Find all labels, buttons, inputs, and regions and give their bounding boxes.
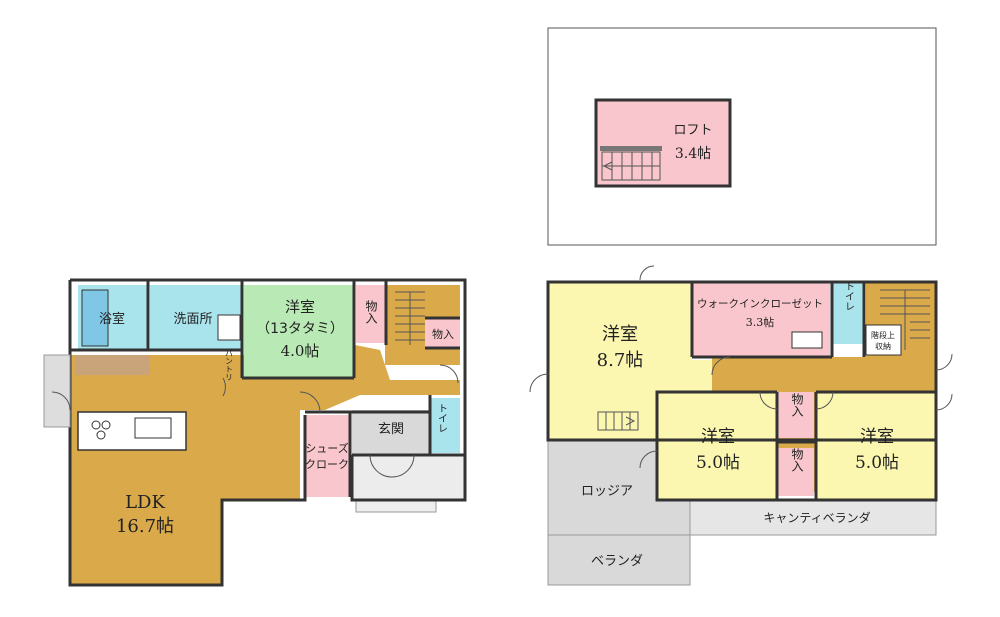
bedroom-3-area: [816, 392, 936, 500]
loft-name: ロフト: [673, 123, 712, 138]
loft-ladder: [601, 151, 661, 181]
wic-name: ウォークインクローゼット: [697, 298, 823, 310]
stairs-to-loft: [597, 411, 639, 431]
bedroom-main-size: 8.7帖: [597, 350, 644, 371]
shoe-closet-line1: シューズ: [305, 441, 348, 455]
storage-1f-1-label: 物入: [364, 300, 378, 324]
loft-beam: [600, 146, 662, 151]
veranda-area: [547, 534, 691, 586]
stairs-2f: [880, 289, 930, 350]
bedroom-2-size: 5.0帖: [696, 453, 740, 473]
japanese-room-name: 洋室: [285, 298, 315, 316]
bedroom-main-area: [548, 282, 712, 440]
shoe-closet-area: [305, 415, 350, 497]
ldk-area: [70, 355, 300, 585]
bathroom-label: 浴室: [99, 311, 125, 327]
bedroom-2-area: [657, 392, 777, 500]
ldk-size: 16.7帖: [116, 516, 174, 537]
stair-storage-box: [865, 324, 902, 356]
hall-2f-area: [712, 357, 936, 392]
walls-1f: [68, 278, 467, 587]
stove-icon: [91, 420, 111, 440]
washroom-sink: [217, 314, 241, 341]
porch-step: [355, 499, 437, 513]
japanese-room-detail: （13タタミ）: [256, 321, 344, 337]
storage-2f-2-label: 物入: [790, 448, 804, 472]
japanese-room-size: 4.0帖: [281, 342, 320, 360]
washroom-label: 洗面所: [173, 312, 212, 327]
toilet-2f-area: [832, 282, 864, 344]
bedroom-2-name: 洋室: [701, 427, 735, 447]
loft-room: [594, 98, 732, 188]
wic-sink: [791, 331, 823, 349]
pantry-label: パントリ: [225, 349, 234, 381]
doors-2f: [529, 265, 953, 469]
wic-size: 3.3帖: [746, 316, 775, 329]
doors-1f: [51, 364, 459, 478]
shoe-closet-line2: クローク: [305, 458, 349, 471]
porch-area: [351, 454, 465, 501]
walls-2f: [546, 280, 938, 502]
bathtub: [81, 289, 109, 347]
kitchen-counter: [77, 411, 187, 451]
veranda-label: ベランダ: [591, 554, 643, 569]
storage-1f-2-area: [425, 318, 460, 348]
ldk-name: LDK: [125, 492, 165, 513]
storage-1f-2-label: 物入: [432, 327, 454, 341]
storage-2f-1-area: [778, 392, 814, 438]
kitchen-sink: [134, 417, 172, 439]
toilet-1f-area: [430, 398, 460, 453]
entrance-area: [352, 410, 430, 455]
storage-2f-1-label: 物入: [790, 393, 804, 417]
stairs-1f: [395, 291, 425, 345]
stair-storage-line1: 階段上: [871, 330, 895, 340]
bedroom-3-name: 洋室: [860, 427, 894, 447]
bedroom-3-size: 5.0帖: [855, 453, 899, 473]
cantilever-veranda-label: キャンティベランダ: [763, 510, 870, 525]
loggia-label: ロッジア: [581, 484, 633, 499]
loft-size: 3.4帖: [675, 146, 711, 162]
toilet-2f-label: トイレ: [843, 281, 855, 311]
ldk-floor-strip: [75, 355, 150, 375]
stair-storage-line2: 収納: [875, 341, 891, 351]
entrance-label: 玄関: [378, 422, 404, 437]
japanese-room-area: [244, 285, 354, 378]
cantilever-veranda-area: [689, 499, 937, 536]
storage-1f-1-area: [356, 285, 386, 343]
bedroom-main-name: 洋室: [602, 324, 638, 345]
toilet-1f-label: トイレ: [436, 403, 448, 433]
storage-2f-2-area: [778, 448, 814, 496]
bay-window: [43, 354, 71, 428]
